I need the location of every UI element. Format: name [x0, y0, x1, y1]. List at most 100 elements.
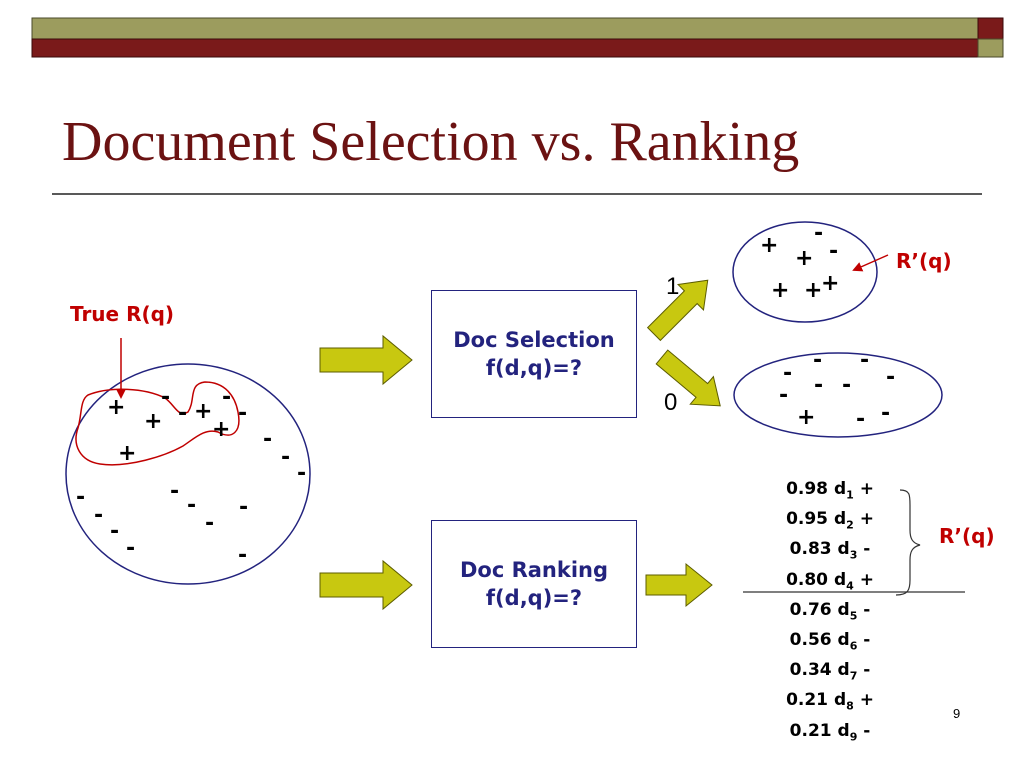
doc-minus: -	[222, 385, 231, 410]
doc-minus: -	[238, 543, 247, 568]
rank-label: -	[863, 629, 871, 650]
rank-score: 0.34	[789, 660, 832, 681]
rank-doc: d	[837, 660, 850, 681]
rank-doc-index: 1	[846, 488, 854, 502]
doc-minus: -	[881, 401, 890, 426]
doc-plus: +	[760, 233, 778, 258]
ranked-list: 0.98 d1 + 0.95 d2 + 0.83 d3 - 0.80 d4 + …	[760, 474, 900, 746]
rank-doc-index: 2	[846, 518, 854, 532]
doc-ranking-title: Doc Ranking	[459, 557, 609, 582]
doc-selection-box: Doc Selection f(d,q)=?	[431, 290, 637, 418]
doc-minus: -	[829, 239, 838, 264]
doc-minus: -	[161, 385, 170, 410]
doc-ranking-box: Doc Ranking f(d,q)=?	[431, 520, 637, 648]
header-bar	[31, 17, 1004, 58]
rank-doc: d	[833, 690, 847, 711]
rank-label: -	[863, 539, 871, 560]
doc-minus: -	[187, 493, 196, 518]
doc-minus: -	[856, 407, 865, 432]
rejected-docs: - - - - - - - + - -	[779, 348, 895, 432]
doc-minus: -	[779, 383, 788, 408]
rank-doc: d	[833, 479, 847, 499]
doc-minus: -	[178, 401, 187, 426]
rank-score: 0.21	[789, 720, 832, 741]
rank-score: 0.21	[786, 690, 829, 711]
doc-minus: -	[76, 485, 85, 510]
rank-doc-index: 7	[849, 669, 858, 683]
selected-set-ellipse	[732, 221, 878, 323]
true-relevant-boundary	[75, 381, 240, 466]
doc-minus: -	[297, 461, 306, 486]
doc-minus: -	[814, 221, 823, 246]
rank-label: -	[863, 660, 871, 681]
doc-selection-title: Doc Selection	[453, 327, 615, 352]
page-number: 9	[953, 706, 961, 721]
doc-minus: -	[94, 503, 103, 528]
ranked-item: 0.56 d6 -	[760, 625, 900, 655]
doc-plus: +	[212, 417, 230, 442]
rank-label: +	[859, 479, 874, 499]
ranked-item: 0.95 d2 +	[760, 504, 900, 534]
rank-doc-index: 4	[846, 578, 854, 592]
arrow-select-zero	[655, 349, 721, 407]
output-zero-label: 0	[664, 389, 678, 416]
true-rq-label: True R(q)	[70, 302, 175, 326]
doc-minus: -	[814, 373, 823, 398]
doc-minus: -	[110, 519, 119, 544]
rank-doc: d	[833, 509, 847, 530]
r-prime-ranking-label: R’(q)	[939, 524, 995, 548]
ranked-item: 0.21 d9 -	[760, 716, 900, 746]
rank-doc-index: 5	[849, 609, 858, 623]
doc-plus: +	[144, 409, 162, 434]
doc-minus: -	[205, 511, 214, 536]
ranked-item: 0.21 d8 +	[760, 685, 900, 715]
rank-score: 0.83	[789, 539, 832, 560]
rank-score: 0.98	[786, 479, 829, 499]
output-one-label: 1	[666, 273, 680, 300]
doc-minus: -	[239, 495, 248, 520]
doc-minus: -	[813, 348, 822, 373]
header-corner-olive	[977, 38, 1004, 58]
doc-minus: -	[263, 427, 272, 452]
doc-minus: -	[783, 361, 792, 386]
doc-ranking-function: f(d,q)=?	[485, 586, 583, 610]
rank-label: -	[863, 720, 871, 741]
slide-title: Document Selection vs. Ranking	[62, 111, 800, 173]
ranked-item: 0.80 d4 +	[760, 565, 900, 595]
rank-doc-index: 6	[849, 639, 858, 653]
rank-doc-index: 8	[846, 699, 854, 713]
rank-doc: d	[837, 720, 850, 741]
arrow-select-one	[646, 279, 709, 342]
collection-ellipse	[65, 363, 311, 585]
doc-plus: +	[107, 395, 125, 420]
collection-docs: + - + - + - - + + - - - - - - - - - - - …	[76, 385, 306, 568]
doc-plus: +	[194, 399, 212, 424]
selected-docs: + - + - + + +	[760, 221, 839, 303]
doc-minus: -	[281, 445, 290, 470]
doc-plus: +	[804, 278, 822, 303]
ranked-item: 0.83 d3 -	[760, 534, 900, 564]
doc-minus: -	[238, 401, 247, 426]
rank-doc-index: 3	[849, 548, 858, 562]
ranking-brace	[895, 489, 921, 596]
rank-label: +	[859, 509, 874, 530]
r-prime-pointer	[852, 254, 889, 272]
arrow-to-ranking	[319, 559, 413, 611]
rank-label: +	[859, 690, 874, 711]
doc-minus: -	[860, 348, 869, 373]
rank-score: 0.76	[789, 599, 832, 620]
rank-score: 0.56	[789, 629, 832, 650]
doc-minus: -	[886, 365, 895, 390]
doc-plus: +	[795, 246, 813, 271]
rank-doc: d	[837, 539, 850, 560]
arrow-to-selection	[319, 334, 413, 386]
rank-doc-index: 9	[849, 729, 858, 743]
r-prime-top-label: R’(q)	[896, 249, 952, 273]
doc-plus: +	[771, 278, 789, 303]
doc-plus: +	[797, 405, 815, 430]
rank-label: -	[863, 599, 871, 620]
rank-doc: d	[837, 629, 850, 650]
rank-doc: d	[833, 569, 847, 590]
rank-label: +	[859, 569, 874, 590]
